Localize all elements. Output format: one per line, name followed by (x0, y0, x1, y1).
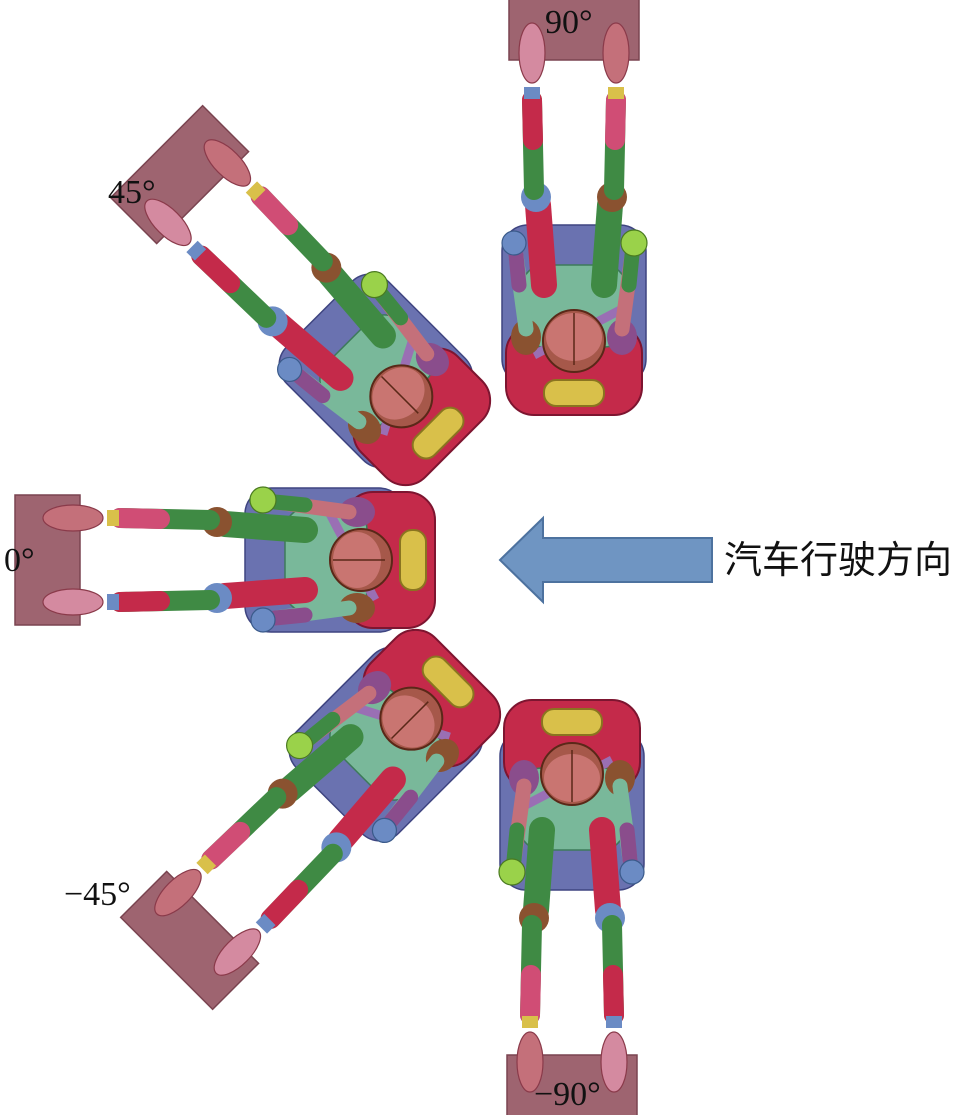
label-neg45deg: −45° (64, 876, 131, 913)
occupant-neg45deg (115, 615, 515, 1015)
occupant-0deg (15, 487, 435, 632)
direction-arrow (498, 515, 713, 605)
label-0deg: 0° (4, 542, 35, 579)
label-45deg: 45° (108, 174, 156, 211)
travel-direction-label: 汽车行驶方向 (724, 538, 953, 582)
label-neg90deg: −90° (534, 1076, 601, 1113)
occupant-90deg (502, 0, 647, 415)
occupant-45deg (106, 100, 506, 500)
occupant-neg90deg (499, 700, 644, 1115)
label-90deg: 90° (545, 4, 593, 41)
